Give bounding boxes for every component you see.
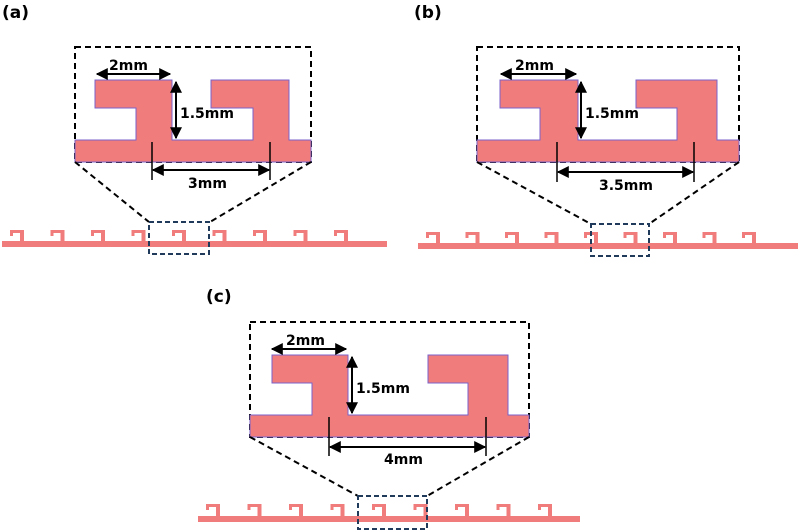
- panel-b-projection-left: [476, 161, 592, 225]
- panel-a-height-label: 1.5mm: [180, 106, 234, 122]
- panel-a-strip-selection-frame: [148, 221, 210, 255]
- panel-c-strip-tooth: [455, 504, 469, 516]
- panel-a-strip-tooth: [212, 230, 227, 241]
- panel-c-strip: [198, 504, 580, 522]
- panel-c-strip-tooth: [247, 504, 262, 516]
- panel-a-strip-tooth: [172, 230, 186, 241]
- panel-b-strip-tooth: [505, 232, 519, 243]
- panel-c-label: (c): [206, 287, 232, 307]
- panel-c-projection-left: [249, 436, 359, 497]
- panel-b-strip-tooth: [544, 232, 559, 243]
- panel-a-strip-tooth: [50, 230, 65, 241]
- panel-b-width-label: 2mm: [515, 58, 554, 74]
- panel-c-strip-tooth: [413, 504, 428, 516]
- panel-c: (c) 2mm 1.5mm 4mm: [198, 287, 580, 530]
- panel-b-projection-right: [648, 161, 740, 225]
- panel-c-width-label: 2mm: [286, 333, 325, 349]
- panel-a-strip-tooth: [91, 230, 105, 241]
- panel-a-strip: [2, 230, 387, 247]
- panel-b-strip-tooth: [584, 232, 598, 243]
- panel-a-projection-left: [74, 161, 150, 223]
- panel-c-height-label: 1.5mm: [356, 381, 410, 397]
- panel-b-height-label: 1.5mm: [585, 106, 639, 122]
- panel-a-zoom-profile: [74, 79, 312, 163]
- panel-b-strip-tooth: [702, 232, 717, 243]
- panel-b-label: (b): [414, 3, 442, 23]
- panel-c-strip-tooth: [538, 504, 552, 516]
- panel-a-strip-tooth: [293, 230, 308, 241]
- panel-c-strip-selection-frame: [357, 495, 428, 530]
- panel-c-strip-tooth: [496, 504, 511, 516]
- panel-c-strip-tooth: [289, 504, 303, 516]
- panel-a-zoom-frame: [74, 46, 312, 163]
- panel-b-strip: [418, 232, 798, 249]
- panel-c-strip-tooth: [206, 504, 220, 516]
- panel-a-strip-tooth: [131, 230, 146, 241]
- panel-a-label: (a): [2, 3, 29, 23]
- panel-a-strip-tooth: [253, 230, 267, 241]
- panel-b: (b) 2mm 1.5mm 3.5mm: [414, 3, 798, 257]
- panel-b-strip-tooth: [426, 232, 440, 243]
- panel-b-strip-tooth: [663, 232, 677, 243]
- panel-b-zoom-frame: [476, 46, 740, 163]
- panel-a-strip-tooth: [334, 230, 348, 241]
- panel-a: (a) 2mm 1.5mm 3mm: [2, 3, 387, 255]
- panel-a-strip-tooth: [10, 230, 24, 241]
- panel-c-projection-right: [426, 436, 530, 497]
- panel-b-strip-selection-frame: [590, 223, 650, 257]
- panel-a-width-label: 2mm: [109, 58, 148, 74]
- panel-c-pitch-label: 4mm: [384, 452, 423, 468]
- panel-b-zoom-profile: [476, 79, 740, 163]
- panel-c-strip-tooth: [330, 504, 345, 516]
- panel-c-zoom-profile: [249, 354, 530, 438]
- panel-b-strip-tooth: [465, 232, 480, 243]
- panel-b-strip-tooth: [742, 232, 756, 243]
- panel-c-strip-tooth: [372, 504, 386, 516]
- panel-b-strip-tooth: [623, 232, 638, 243]
- panel-a-pitch-label: 3mm: [188, 176, 227, 192]
- panel-b-pitch-label: 3.5mm: [599, 178, 653, 194]
